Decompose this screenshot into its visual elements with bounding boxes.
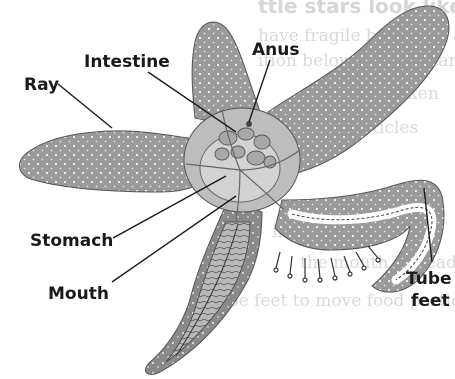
label-mouth: Mouth (48, 284, 109, 304)
label-tube-feet-line1: Tube (406, 269, 452, 289)
label-ray: Ray (24, 75, 59, 95)
label-intestine: Intestine (84, 52, 170, 72)
label-anus: Anus (252, 40, 299, 60)
label-tube-feet-line2: feet (411, 291, 450, 311)
leader-ray (58, 84, 112, 128)
label-stomach: Stomach (30, 231, 113, 251)
arm-left (19, 131, 205, 192)
tube-feet (274, 246, 380, 282)
